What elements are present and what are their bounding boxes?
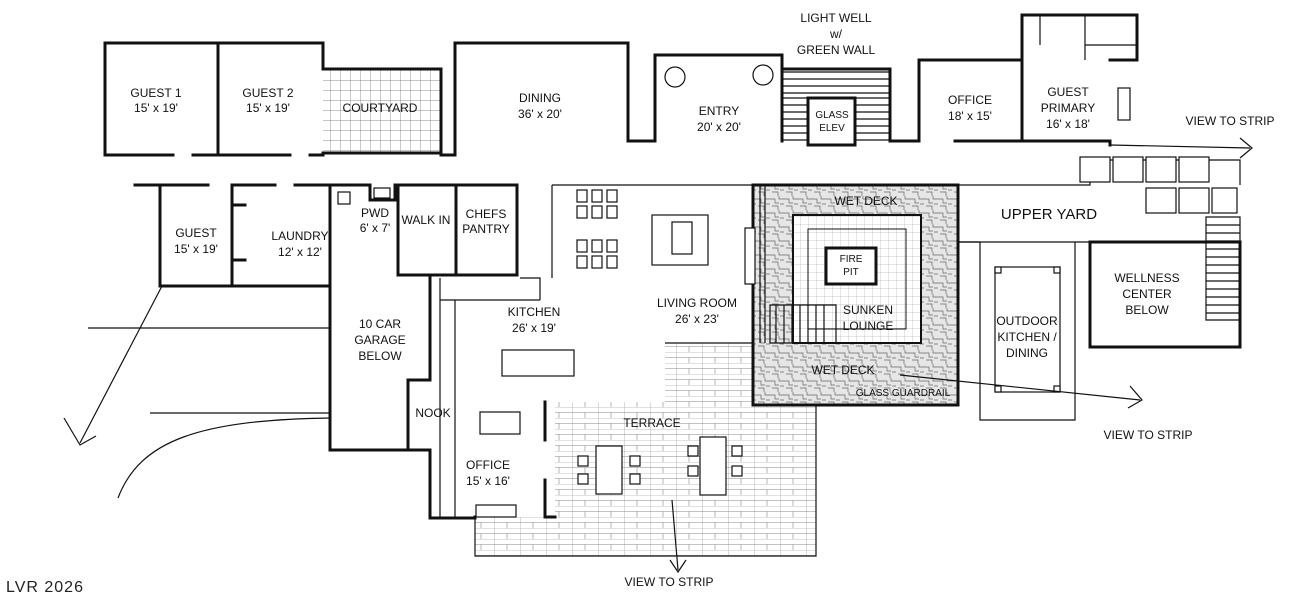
glass-elev-label: GLASS ELEV: [815, 110, 849, 134]
room-chefs-pantry: CHEFS PANTRY: [462, 207, 510, 236]
watermark: LVR 2026: [6, 579, 84, 596]
room-dining: DINING 36' x 20': [518, 91, 562, 121]
svg-text:BELOW: BELOW: [1125, 303, 1169, 317]
room-guest: GUEST 15' x 19': [174, 226, 218, 256]
wellness-center-label: WELLNESS CENTER BELOW: [1114, 271, 1179, 317]
svg-text:GUEST 2: GUEST 2: [242, 86, 293, 100]
room-office-lower: OFFICE 15' x 16': [466, 458, 510, 488]
svg-text:GLASS: GLASS: [815, 110, 849, 121]
room-guest2: GUEST 2 15' x 19': [242, 86, 293, 115]
room-guest1: GUEST 1 15' x 19': [130, 86, 181, 115]
svg-text:12' x 12': 12' x 12': [278, 245, 322, 259]
svg-text:GARAGE: GARAGE: [354, 333, 405, 347]
svg-text:LOUNGE: LOUNGE: [843, 319, 894, 333]
svg-text:BELOW: BELOW: [358, 349, 402, 363]
svg-text:PIT: PIT: [843, 267, 859, 278]
svg-text:SUNKEN: SUNKEN: [843, 303, 893, 317]
svg-text:GREEN WALL: GREEN WALL: [797, 43, 876, 57]
fire-pit-label: FIRE PIT: [840, 254, 863, 278]
view-label-right-mid: VIEW TO STRIP: [1104, 428, 1193, 442]
room-garage: 10 CAR GARAGE BELOW: [354, 317, 405, 363]
svg-text:OFFICE: OFFICE: [466, 458, 510, 472]
svg-text:CENTER: CENTER: [1122, 287, 1172, 301]
room-entry: ENTRY 20' x 20': [697, 104, 741, 134]
room-nook: NOOK: [415, 406, 450, 420]
svg-text:ELEV: ELEV: [819, 123, 845, 134]
svg-text:15' x 19': 15' x 19': [134, 101, 178, 115]
room-guest-primary: GUEST PRIMARY 16' x 18': [1041, 85, 1095, 131]
outdoor-kitchen-label: OUTDOOR KITCHEN / DINING: [996, 314, 1058, 360]
svg-text:ENTRY: ENTRY: [699, 104, 739, 118]
upper-yard-label: UPPER YARD: [1001, 206, 1097, 223]
svg-text:DINING: DINING: [519, 91, 561, 105]
svg-text:OFFICE: OFFICE: [948, 93, 992, 107]
walls: [103, 13, 1242, 520]
wet-deck-area: [751, 183, 960, 407]
svg-text:15' x 19': 15' x 19': [246, 101, 290, 115]
svg-text:26' x 19': 26' x 19': [512, 321, 556, 335]
svg-text:GUEST 1: GUEST 1: [130, 86, 181, 100]
courtyard-floor: [323, 69, 441, 153]
svg-text:26' x 23': 26' x 23': [675, 312, 719, 326]
light-well-label: LIGHT WELL w/ GREEN WALL: [797, 11, 876, 57]
view-label-right-top: VIEW TO STRIP: [1186, 114, 1275, 128]
svg-text:PANTRY: PANTRY: [462, 222, 510, 236]
room-kitchen: KITCHEN 26' x 19': [508, 305, 561, 335]
wet-deck-bottom-label: WET DECK: [811, 363, 874, 377]
svg-text:WELLNESS: WELLNESS: [1114, 271, 1179, 285]
view-arrows: [63, 137, 1253, 574]
glass-guardrail-label: GLASS GUARDRAIL: [856, 388, 951, 399]
svg-text:LAUNDRY: LAUNDRY: [271, 229, 328, 243]
svg-text:6' x 7': 6' x 7': [360, 221, 391, 235]
terrace-label: TERRACE: [623, 416, 680, 430]
room-pwd: PWD 6' x 7': [360, 206, 391, 235]
svg-text:PWD: PWD: [361, 206, 389, 220]
svg-text:KITCHEN: KITCHEN: [508, 305, 561, 319]
svg-text:OUTDOOR: OUTDOOR: [996, 314, 1058, 328]
svg-text:GUEST: GUEST: [175, 226, 217, 240]
room-office-upper: OFFICE 18' x 15': [948, 93, 992, 123]
pavers: [1079, 156, 1238, 214]
sunken-lounge-label: SUNKEN LOUNGE: [843, 303, 894, 333]
room-courtyard: COURTYARD: [343, 101, 418, 115]
svg-text:15' x 19': 15' x 19': [174, 242, 218, 256]
room-laundry: LAUNDRY 12' x 12': [271, 229, 328, 259]
svg-text:10 CAR: 10 CAR: [359, 317, 401, 331]
furniture: [337, 64, 774, 518]
svg-text:KITCHEN /: KITCHEN /: [997, 330, 1057, 344]
svg-text:GUEST: GUEST: [1047, 85, 1089, 99]
svg-text:LIVING ROOM: LIVING ROOM: [657, 296, 737, 310]
room-living: LIVING ROOM 26' x 23': [657, 296, 737, 326]
room-walk-in: WALK IN: [402, 213, 451, 227]
svg-text:15' x 16': 15' x 16': [466, 474, 510, 488]
svg-text:18' x 15': 18' x 15': [948, 109, 992, 123]
wet-deck-top-label: WET DECK: [834, 194, 897, 208]
svg-text:DINING: DINING: [1006, 346, 1048, 360]
svg-text:LIGHT WELL: LIGHT WELL: [800, 11, 871, 25]
svg-text:CHEFS: CHEFS: [466, 207, 507, 221]
svg-text:16' x 18': 16' x 18': [1046, 117, 1090, 131]
svg-text:36' x 20': 36' x 20': [518, 107, 562, 121]
view-label-bottom: VIEW TO STRIP: [625, 575, 714, 589]
svg-text:20' x 20': 20' x 20': [697, 120, 741, 134]
svg-text:w/: w/: [829, 27, 843, 41]
svg-text:PRIMARY: PRIMARY: [1041, 101, 1095, 115]
svg-text:FIRE: FIRE: [840, 254, 863, 265]
